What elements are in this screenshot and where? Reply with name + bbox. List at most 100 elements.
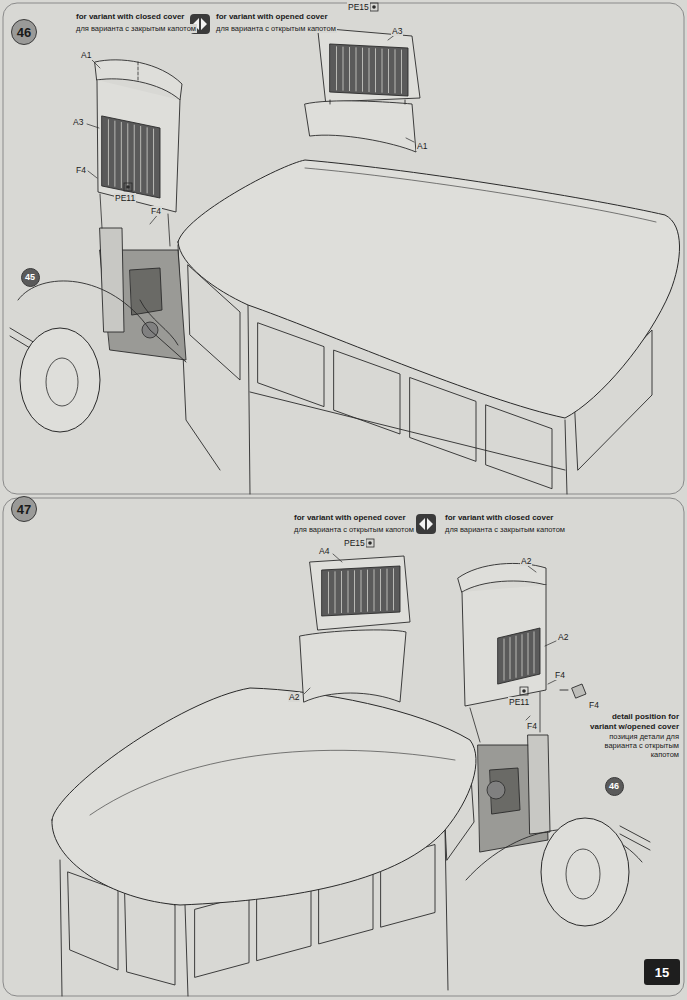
grille-slat <box>354 570 355 612</box>
leader-line <box>526 716 530 720</box>
roof-seam <box>305 168 656 222</box>
icon-dot <box>126 185 130 189</box>
assembly-arrow <box>470 692 540 742</box>
part-label: A3 <box>72 117 84 127</box>
step-number: 47 <box>11 496 37 522</box>
grille-slat <box>349 47 350 91</box>
grille-slat <box>367 570 368 612</box>
variant-note-translation: для варианта с открытым капотом <box>293 525 415 534</box>
photo-etch-icon <box>366 539 374 547</box>
icon-dot <box>372 5 376 9</box>
small-part <box>572 684 586 698</box>
part-label: PE11 <box>508 697 530 707</box>
leader-line <box>304 688 310 694</box>
icon-box <box>370 3 378 11</box>
grille-slat <box>134 125 135 191</box>
leader-line <box>528 566 536 572</box>
grille-slat <box>147 127 148 193</box>
leader-line <box>333 554 342 562</box>
part-label: F4 <box>75 165 87 175</box>
part-label: PE15 <box>347 2 370 12</box>
part-label: F4 <box>554 670 566 680</box>
variant-note-translation: для варианта с закрытым капотом <box>75 24 197 33</box>
fold-mark <box>330 100 405 104</box>
icon-box <box>366 539 374 547</box>
leader-line <box>406 138 414 142</box>
grille-slat <box>348 571 349 613</box>
page-number: 15 <box>644 959 680 985</box>
hood-side <box>97 80 180 212</box>
icon-arrows <box>419 518 433 530</box>
part-label: PE15 <box>343 538 366 548</box>
cover-plate <box>310 556 410 630</box>
grille-frame <box>330 44 408 96</box>
step-number: 46 <box>11 19 37 45</box>
grille-frame <box>102 116 160 198</box>
window <box>410 378 476 462</box>
grille-frame <box>322 566 400 616</box>
cover-side <box>300 630 406 702</box>
grille-slat <box>382 49 383 93</box>
grille-slat <box>108 119 109 185</box>
hub <box>566 849 600 899</box>
radiator <box>100 228 124 332</box>
bumper <box>620 826 650 850</box>
leader-line <box>92 60 100 68</box>
grille-slat <box>140 126 141 192</box>
engine-part <box>487 781 505 799</box>
grille-slat <box>401 50 402 94</box>
grille-slat <box>388 49 389 93</box>
variant-note: for variant with closed cover <box>444 513 554 523</box>
grille-slat <box>534 631 535 673</box>
hood-side <box>462 585 546 706</box>
grille-slat <box>356 47 357 91</box>
bus-body <box>52 688 650 996</box>
cover-side <box>305 101 416 152</box>
grille-slat <box>114 121 115 187</box>
dashed-guide <box>138 62 139 80</box>
part-label: PE11 <box>114 193 136 203</box>
variant-note: for variant with closed cover <box>75 12 185 22</box>
grille-slat <box>393 568 394 610</box>
grille-slat <box>343 47 344 91</box>
part-label: F4 <box>588 700 600 710</box>
grille-slat <box>522 634 523 676</box>
step-frame <box>3 3 684 494</box>
part-label: A2 <box>557 632 569 642</box>
roof <box>52 688 476 905</box>
hub <box>46 358 78 406</box>
grille-slat <box>516 636 517 678</box>
cover-plate <box>318 28 420 102</box>
step-number-text: 47 <box>17 503 31 516</box>
opened-cover-inset <box>305 28 420 152</box>
grille-slat <box>336 46 337 90</box>
variant-note-translation: для варианта с закрытым капотом <box>444 525 566 534</box>
callout-number: 46 <box>605 777 624 796</box>
grille-slat <box>387 569 388 611</box>
leader-line <box>545 641 556 646</box>
part-label: A1 <box>416 141 428 151</box>
window <box>195 895 249 978</box>
step-frame <box>3 3 684 996</box>
callout-number-text: 45 <box>25 273 35 282</box>
step-number-text: 46 <box>17 26 31 39</box>
part-label: F4 <box>526 721 538 731</box>
part-label: A4 <box>318 546 330 556</box>
icon-box <box>520 687 528 695</box>
pointer <box>560 690 568 691</box>
photo-etch-icon <box>124 183 132 191</box>
grille-slat <box>361 570 362 612</box>
icon-box <box>124 183 132 191</box>
variant-note: for variant with opened cover <box>293 513 407 523</box>
part-label: A3 <box>391 26 403 36</box>
grille-slat <box>528 633 529 675</box>
variant-note: for variant with opened cover <box>215 12 329 22</box>
grille-slat <box>380 569 381 611</box>
icon-dot <box>368 541 372 545</box>
opened-cover-inset <box>300 556 586 702</box>
engine-block <box>130 268 162 315</box>
grille-slat <box>395 49 396 93</box>
